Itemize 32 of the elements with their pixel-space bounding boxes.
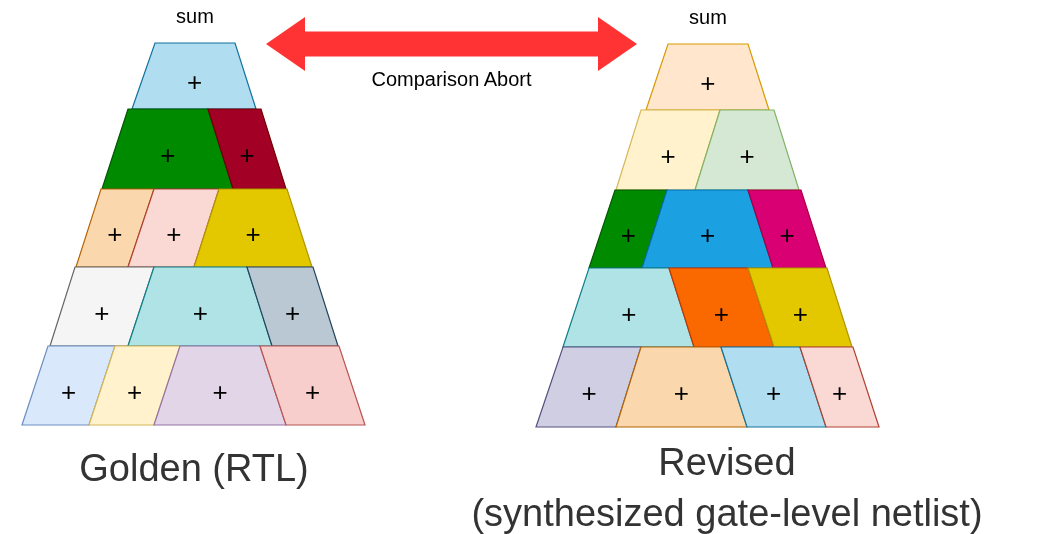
plus-sign: + — [160, 142, 176, 168]
plus-sign: + — [126, 378, 143, 405]
plus-sign: + — [621, 300, 637, 327]
plus-sign: + — [673, 380, 689, 406]
double-arrow — [266, 17, 637, 71]
plus-sign: + — [620, 222, 636, 248]
plus-sign: + — [779, 222, 795, 248]
plus-sign: + — [239, 142, 255, 168]
plus-sign: + — [713, 300, 729, 327]
plus-sign: + — [304, 378, 321, 405]
plus-sign: + — [581, 380, 597, 406]
plus-sign: + — [831, 380, 848, 406]
plus-sign: + — [792, 300, 808, 327]
plus-sign: + — [699, 222, 716, 248]
plus-sign: + — [107, 221, 123, 247]
plus-sign: + — [212, 378, 228, 405]
plus-sign: + — [284, 299, 301, 326]
plus-sign: + — [192, 299, 208, 326]
diagram-caption: Revised (synthesized gate-level netlist) — [471, 440, 983, 534]
plus-sign: + — [94, 299, 110, 326]
sum-label: sum — [689, 6, 727, 29]
plus-sign: + — [660, 143, 676, 169]
diagram-caption: Golden (RTL) — [79, 446, 309, 491]
sum-label: sum — [176, 5, 214, 28]
plus-sign: + — [765, 380, 782, 406]
edge-label: Comparison Abort — [371, 68, 532, 91]
plus-sign: + — [166, 221, 182, 247]
plus-sign: + — [245, 221, 261, 247]
plus-sign: + — [700, 70, 716, 96]
plus-sign: + — [739, 143, 755, 169]
plus-sign: + — [60, 378, 77, 405]
plus-sign: + — [186, 69, 203, 95]
